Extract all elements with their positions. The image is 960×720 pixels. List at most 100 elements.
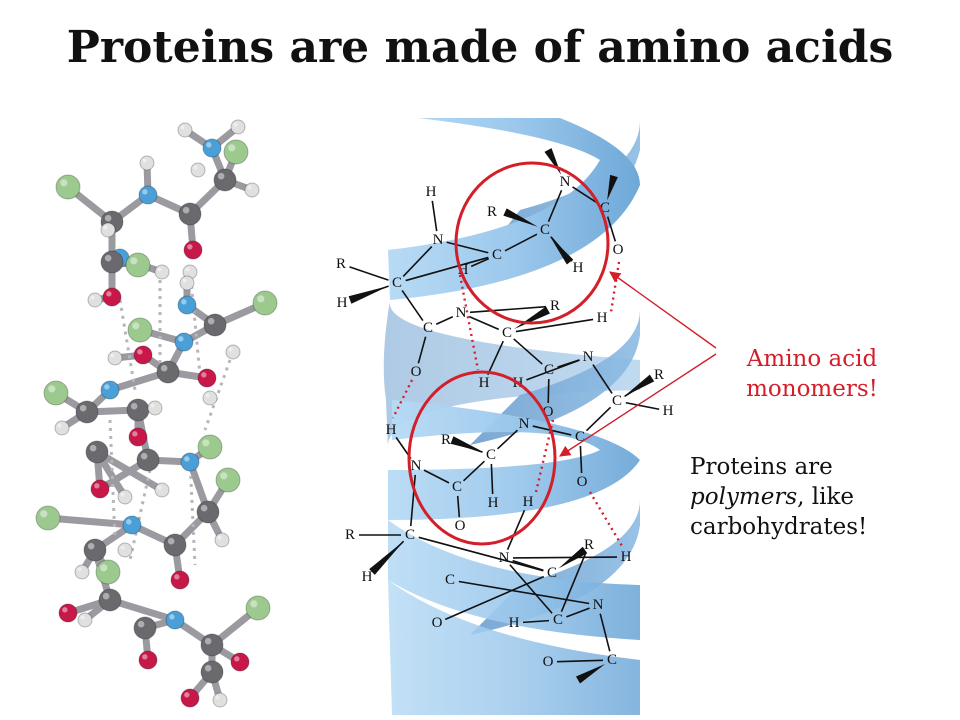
- chemical-bond: [470, 257, 490, 268]
- chemical-bond: [423, 469, 450, 484]
- atom-label-r: R: [345, 527, 355, 543]
- chemical-bond: [497, 429, 518, 450]
- r-group-atom: [252, 290, 278, 316]
- hydrogen-bond: [391, 379, 414, 419]
- atom-label-r: R: [654, 367, 664, 383]
- carbon-atom: [83, 538, 107, 562]
- carbon-atom: [213, 168, 237, 192]
- page-title: Proteins are made of amino acids: [66, 22, 894, 73]
- chemical-bond: [579, 445, 583, 474]
- atom-highlight: [132, 322, 140, 330]
- hydrogen-bond: [118, 299, 137, 391]
- atom-label-r: R: [487, 204, 497, 220]
- chemical-bond: [435, 315, 454, 326]
- nitrogen-atom: [100, 380, 120, 400]
- r-group-atom: [223, 139, 249, 165]
- chemical-bond: [606, 216, 617, 242]
- atom-highlight: [185, 267, 190, 272]
- atom-highlight: [182, 278, 187, 283]
- oxygen-atom: [230, 652, 250, 672]
- hydrogen-atom: [117, 489, 133, 505]
- atom-highlight: [87, 542, 95, 550]
- chemical-bond: [401, 289, 424, 322]
- atom-label-c: C: [607, 652, 617, 668]
- chemical-bond: [456, 495, 461, 518]
- atom-highlight: [187, 244, 193, 250]
- atom-label-c: C: [492, 247, 502, 263]
- atom-highlight: [77, 567, 82, 572]
- hydrogen-atom: [87, 292, 103, 308]
- hydrogen-atom: [212, 692, 228, 708]
- atom-highlight: [79, 404, 87, 412]
- atom-highlight: [142, 654, 148, 660]
- atom-highlight: [94, 483, 100, 489]
- stereo-wedge: [607, 174, 618, 201]
- atom-highlight: [106, 291, 112, 297]
- carbon-atom: [100, 250, 124, 274]
- carbon-atom: [126, 398, 150, 422]
- atom-highlight: [250, 600, 258, 608]
- hydrogen-bond: [534, 419, 555, 493]
- stereo-wedge: [575, 664, 606, 684]
- callout-arrow-bottom: [559, 353, 717, 457]
- carbon-atom: [200, 633, 224, 657]
- atom-label-h: H: [573, 260, 584, 276]
- carbon-atom: [75, 400, 99, 424]
- highlight-circle-top: [454, 161, 610, 325]
- chemical-bond: [512, 556, 618, 559]
- chemical-bond: [566, 607, 590, 618]
- molecular-bond: [106, 596, 179, 624]
- ball-and-stick-model: [35, 119, 278, 708]
- atom-label-o: O: [543, 404, 554, 420]
- chemical-bond: [446, 241, 489, 254]
- atom-label-c: C: [544, 362, 554, 378]
- atom-highlight: [103, 225, 108, 230]
- atom-label-c: C: [445, 572, 455, 588]
- chemical-bond: [526, 359, 580, 381]
- atom-label-o: O: [432, 615, 443, 631]
- atom-highlight: [150, 403, 155, 408]
- atom-label-h: H: [597, 310, 608, 326]
- chemical-bond: [487, 340, 504, 376]
- atom-highlight: [160, 364, 168, 372]
- chemical-bond: [417, 336, 427, 364]
- carbon-atom: [133, 616, 157, 640]
- atom-label-h: H: [458, 262, 469, 278]
- atom-highlight: [157, 485, 162, 490]
- atom-label-c: C: [553, 612, 563, 628]
- chemical-bond: [522, 619, 550, 624]
- atom-highlight: [104, 214, 112, 222]
- atom-highlight: [90, 295, 95, 300]
- callout-line: Proteins are: [690, 454, 833, 480]
- callout-line: monomers!: [746, 376, 878, 402]
- oxygen-atom: [183, 240, 203, 260]
- nitrogen-atom: [174, 332, 194, 352]
- r-group-atom: [125, 252, 151, 278]
- atom-label-c: C: [575, 429, 585, 445]
- atom-label-r: R: [441, 432, 451, 448]
- r-group-atom: [127, 317, 153, 343]
- atom-highlight: [233, 122, 238, 127]
- hydrogen-atom: [77, 612, 93, 628]
- atom-highlight: [207, 317, 215, 325]
- r-group-atom: [55, 174, 81, 200]
- oxygen-atom: [128, 427, 148, 447]
- chemical-bond: [490, 463, 494, 495]
- chemical-bond: [625, 401, 660, 411]
- atom-highlight: [140, 452, 148, 460]
- nitrogen-atom: [165, 610, 185, 630]
- atom-highlight: [184, 692, 190, 698]
- oxygen-atom: [170, 570, 190, 590]
- r-group-atom: [95, 559, 121, 585]
- atom-label-h: H: [362, 569, 373, 585]
- atom-highlight: [57, 423, 62, 428]
- carbon-atom: [85, 440, 109, 464]
- atom-highlight: [204, 664, 212, 672]
- carbon-atom: [156, 360, 180, 384]
- atom-highlight: [120, 492, 125, 497]
- atom-label-h: H: [386, 422, 397, 438]
- stereo-wedge: [503, 208, 538, 227]
- hydrogen-atom: [244, 182, 260, 198]
- atom-highlight: [181, 299, 187, 305]
- oxygen-atom: [138, 650, 158, 670]
